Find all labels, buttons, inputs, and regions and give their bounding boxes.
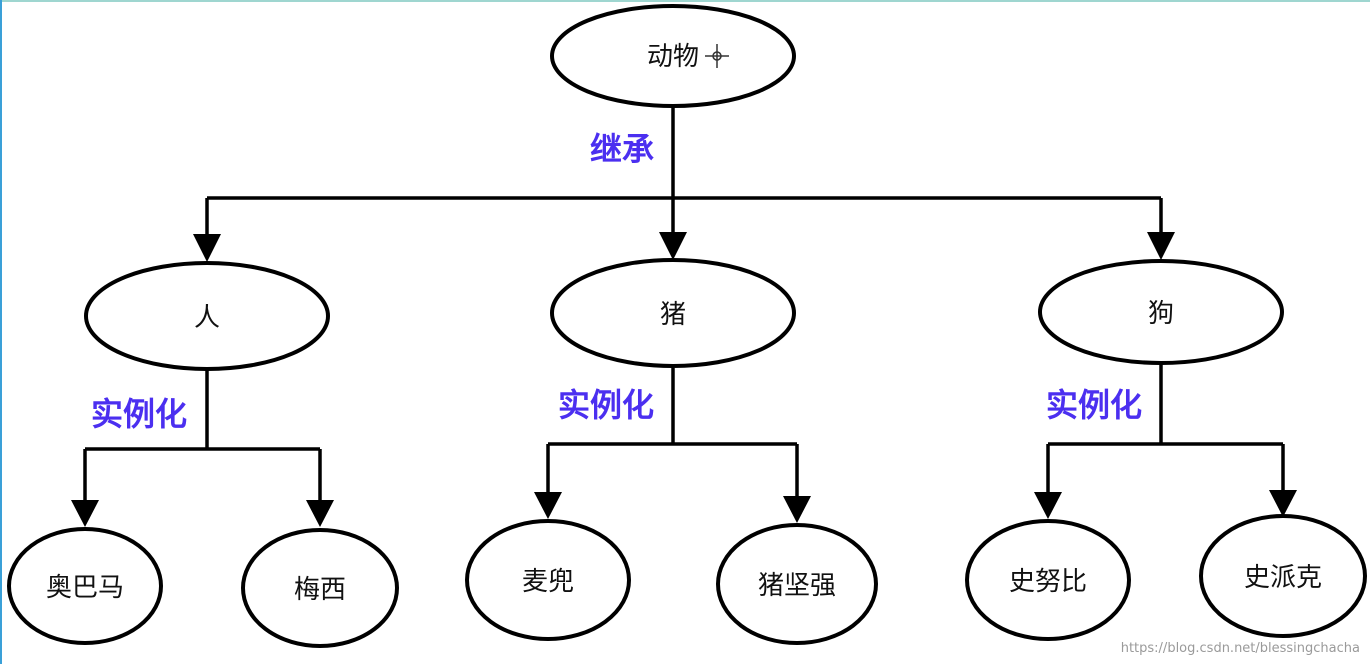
node-snoopy-label: 史努比 — [1009, 567, 1087, 597]
node-obama-shape — [7, 527, 163, 645]
node-dog-shape — [1038, 259, 1284, 365]
arrowhead-dog — [1147, 232, 1175, 260]
arrowhead-spike — [1269, 490, 1297, 517]
node-pig-shape — [550, 258, 796, 368]
node-pig-jianqiang: 猪坚强 — [716, 523, 878, 645]
node-mcdull-label: 麦兜 — [522, 567, 574, 597]
arrowhead-snoopy — [1034, 492, 1062, 519]
node-obama: 奥巴马 — [7, 527, 163, 645]
node-spike: 史派克 — [1199, 514, 1367, 638]
arrowhead-pig-jianqiang — [783, 496, 811, 523]
node-messi-shape — [241, 528, 399, 648]
arrowhead-pig — [659, 232, 687, 260]
node-mcdull: 麦兜 — [465, 519, 631, 641]
node-mcdull-shape — [465, 519, 631, 641]
node-animal-label: 动物 — [647, 42, 699, 72]
node-spike-label: 史派克 — [1244, 563, 1322, 593]
node-pig-label: 猪 — [660, 300, 686, 330]
left-border — [0, 0, 2, 664]
node-messi-label: 梅西 — [294, 575, 346, 605]
node-spike-shape — [1199, 514, 1367, 638]
node-snoopy: 史努比 — [965, 519, 1131, 641]
top-border — [0, 0, 1370, 2]
edge-label-instantiate-pig: 实例化 — [558, 386, 654, 424]
arrowhead-obama — [71, 500, 99, 527]
arrowhead-mcdull — [534, 492, 562, 519]
node-dog-label: 狗 — [1148, 299, 1174, 329]
node-person-shape — [84, 261, 330, 371]
node-pig-jianqiang-shape — [716, 523, 878, 645]
edge-label-inherit: 继承 — [590, 130, 654, 168]
connectors — [71, 106, 1297, 527]
node-dog: 狗 — [1038, 259, 1284, 365]
edge-label-instantiate-person: 实例化 — [91, 395, 187, 433]
arrowhead-person — [193, 234, 221, 262]
edge-label-instantiate-dog: 实例化 — [1046, 386, 1142, 424]
node-snoopy-shape — [965, 519, 1131, 641]
node-obama-label: 奥巴马 — [46, 573, 124, 603]
node-animal-shape — [550, 4, 796, 108]
node-animal: 动物 — [550, 4, 796, 108]
crosshair-cursor-icon — [705, 44, 729, 68]
arrowhead-messi — [306, 500, 334, 527]
node-person: 人 — [84, 261, 330, 371]
node-messi: 梅西 — [241, 528, 399, 648]
watermark: https://blog.csdn.net/blessingchacha — [1121, 641, 1360, 656]
node-person-label: 人 — [194, 303, 220, 333]
node-pig-jianqiang-label: 猪坚强 — [758, 571, 836, 601]
node-pig: 猪 — [550, 258, 796, 368]
